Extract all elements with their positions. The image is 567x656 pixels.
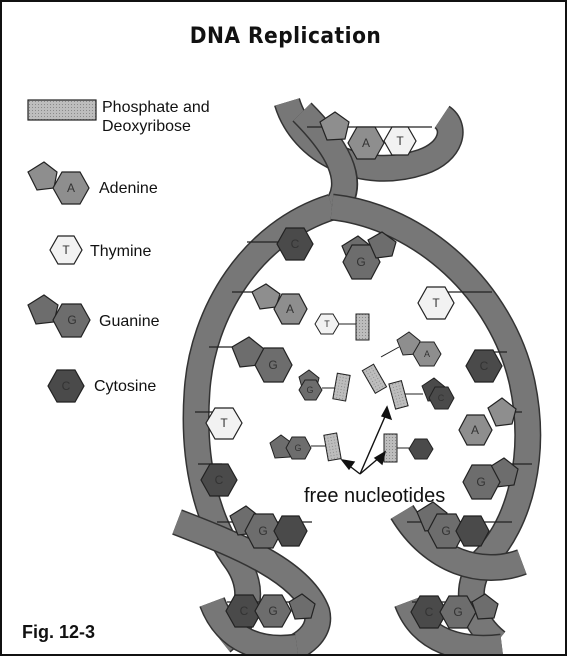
free-cytosine-nucleotide: C <box>389 378 454 409</box>
legend-cytosine-letter: C <box>62 379 71 393</box>
guanine-letter-left-2: G <box>258 524 267 538</box>
free-nucleotides: T A G C <box>270 314 454 462</box>
legend-guanine-label: Guanine <box>99 313 160 330</box>
adenine-letter-right-1: A <box>471 423 479 437</box>
legend-thymine-label: Thymine <box>90 243 151 260</box>
legend-adenine-label: Adenine <box>99 180 158 197</box>
free-guanine-letter-1: G <box>306 385 313 395</box>
free-cytosine-nucleotide-2 <box>384 434 433 462</box>
free-nucleotides-label: free nucleotides <box>304 485 445 507</box>
free-cytosine-letter: C <box>438 393 445 403</box>
legend-phosphate-swatch <box>28 100 96 120</box>
legend-cytosine-icon: C <box>48 370 84 402</box>
guanine-letter-left-3: G <box>268 604 277 618</box>
free-guanine-nucleotide-2: G <box>270 433 341 461</box>
legend-guanine-letter: G <box>67 313 76 327</box>
guanine-letter-right-3: G <box>441 524 450 538</box>
legend-phosphate-label-2: Deoxyribose <box>102 118 191 135</box>
free-adenine-letter: A <box>424 349 430 359</box>
legend: Phosphate and Deoxyribose A Adenine T Th… <box>28 99 210 402</box>
guanine-letter-right-1: G <box>356 255 365 269</box>
legend-phosphate-label: Phosphate and <box>102 99 210 116</box>
guanine-letter-right-2: G <box>476 475 485 489</box>
figure-number: Fig. 12-3 <box>22 622 95 643</box>
legend-cytosine-label: Cytosine <box>94 378 156 395</box>
guanine-letter-left-1: G <box>268 358 277 372</box>
guanine-letter-right-4: G <box>453 605 462 619</box>
thymine-letter-right-1: T <box>432 296 440 310</box>
thymine-letter-top: T <box>396 134 404 148</box>
legend-adenine-letter: A <box>67 181 75 195</box>
legend-thymine-icon: T <box>50 236 82 264</box>
cytosine-letter-right-1: C <box>480 359 489 373</box>
adenine-letter-top: A <box>362 136 370 150</box>
free-thymine-letter: T <box>324 319 330 329</box>
free-guanine-letter-2: G <box>294 443 301 453</box>
thymine-letter-left-1: T <box>220 416 228 430</box>
legend-adenine-icon: A <box>28 162 89 204</box>
legend-guanine-icon: G <box>28 295 90 337</box>
cytosine-letter-right-2: C <box>425 605 434 619</box>
free-guanine-nucleotide-1: G <box>299 370 350 401</box>
cytosine-letter-left-2: C <box>215 473 224 487</box>
cytosine-letter-left-3: C <box>240 604 249 618</box>
cytosine-letter-left-1: C <box>291 237 300 251</box>
free-thymine-nucleotide: T <box>315 314 369 340</box>
adenine-letter-left-1: A <box>286 302 294 316</box>
legend-thymine-letter: T <box>62 243 70 257</box>
